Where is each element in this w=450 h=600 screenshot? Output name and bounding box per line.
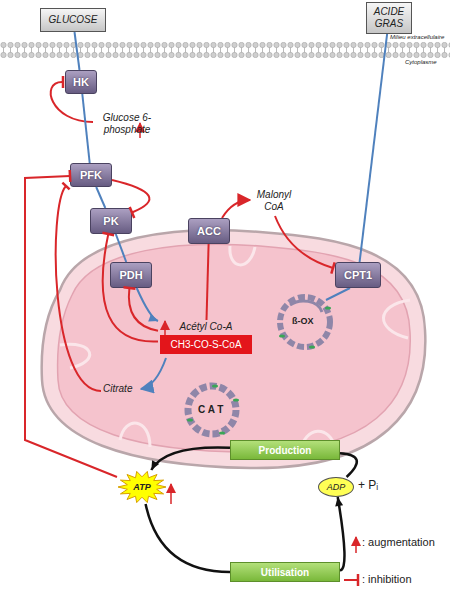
- connector-line: [207, 244, 209, 320]
- connector: [75, 32, 80, 70]
- connector-line: [338, 497, 345, 570]
- inhibition-line: [275, 216, 335, 274]
- node-text: ADP: [327, 482, 346, 492]
- text-label: Malonyl CoA: [252, 189, 296, 212]
- enzyme-box: PK: [90, 208, 132, 234]
- node-text: PK: [103, 215, 118, 227]
- process-box: Production: [230, 440, 340, 460]
- arrow-head: [335, 497, 343, 507]
- connector: [207, 244, 209, 320]
- node-text: GLUCOSE: [49, 14, 98, 26]
- node-text: ACIDE GRAS: [368, 6, 410, 30]
- metabolite-box: Acétyl Co-A CH3-CO-S-CoA: [158, 320, 254, 358]
- connector: [116, 234, 126, 262]
- legend-text: : augmentation: [362, 536, 435, 549]
- increase-arrow: [170, 484, 172, 504]
- enzyme-box: CPT1: [335, 262, 381, 288]
- input-box: GLUCOSE: [40, 8, 106, 32]
- inhibition-bar: [124, 287, 136, 288]
- krebs-cycle: [187, 384, 239, 434]
- connector: [340, 453, 357, 477]
- adp-ellipse: ADP: [318, 477, 354, 497]
- increase-arrow: [164, 321, 166, 335]
- connector: [96, 187, 105, 208]
- process-box: Utilisation: [230, 562, 340, 582]
- connector-line: [137, 288, 158, 321]
- text-label: Cytoplasme: [405, 59, 437, 66]
- connector: [102, 233, 158, 342]
- enzyme-box: PDH: [110, 262, 152, 288]
- connector-line: [25, 176, 117, 477]
- text-label: + Pᵢ: [358, 479, 378, 493]
- inhibition-bar: [68, 170, 71, 182]
- connector-line: [75, 32, 80, 70]
- flow-arrow: [141, 358, 166, 389]
- red-formula-box: CH3-CO-S-CoA: [160, 335, 252, 354]
- legend-sample-arrow: [355, 537, 357, 553]
- legend-sample-inhibition: [344, 574, 358, 586]
- text-label: Citrate: [103, 383, 132, 395]
- connector: [137, 288, 158, 322]
- connector-line: [340, 453, 357, 477]
- connector-line: [146, 504, 230, 572]
- inhibition-bar: [102, 233, 114, 235]
- arrow-head: [148, 314, 158, 322]
- mitochondrion: [42, 230, 426, 468]
- text-label: C A T: [198, 404, 223, 416]
- connector: [146, 504, 230, 572]
- connector: [124, 287, 159, 330]
- node-text: PDH: [119, 269, 142, 281]
- node-text: HK: [73, 76, 89, 88]
- connector: [360, 34, 388, 262]
- legend-text: : inhibition: [362, 573, 412, 586]
- cell-membrane: [0, 42, 450, 58]
- node-text: ACC: [197, 225, 221, 237]
- connector-line: [151, 447, 230, 470]
- node-text: Acétyl Co-A: [180, 320, 233, 335]
- node-text: ATP: [133, 482, 150, 492]
- arrow-head: [151, 460, 159, 470]
- text-label: Glucose 6-phosphate: [95, 112, 159, 135]
- node-text: PFK: [80, 169, 102, 181]
- connector: [151, 447, 230, 470]
- inhibition-bar: [130, 207, 135, 218]
- enzyme-box: PFK: [70, 163, 112, 187]
- beta-oxidation-spiral: [279, 297, 331, 349]
- text-label: Milieu extracellulaire: [390, 34, 444, 41]
- text-label: ß-OX: [292, 316, 314, 326]
- node-text: CPT1: [344, 269, 372, 281]
- connector-line: [103, 234, 158, 342]
- connector-line: [96, 187, 105, 208]
- connector-line: [360, 34, 388, 262]
- connector: [82, 94, 89, 163]
- connector-line: [129, 288, 158, 331]
- connector-line: [82, 94, 89, 163]
- atp-starburst: ATP: [117, 470, 167, 504]
- input-box: ACIDE GRAS: [366, 2, 412, 34]
- node-text: Utilisation: [261, 567, 309, 578]
- connector: [335, 497, 344, 570]
- enzyme-box: HK: [65, 70, 97, 94]
- enzyme-box: ACC: [188, 218, 230, 244]
- activation-arrow: [222, 200, 250, 218]
- connector: [112, 180, 149, 218]
- connector: [25, 170, 117, 477]
- node-text: Production: [259, 445, 312, 456]
- node-subtext: CH3-CO-S-CoA: [170, 339, 241, 350]
- connector-line: [116, 234, 126, 262]
- flow-line: [326, 288, 350, 300]
